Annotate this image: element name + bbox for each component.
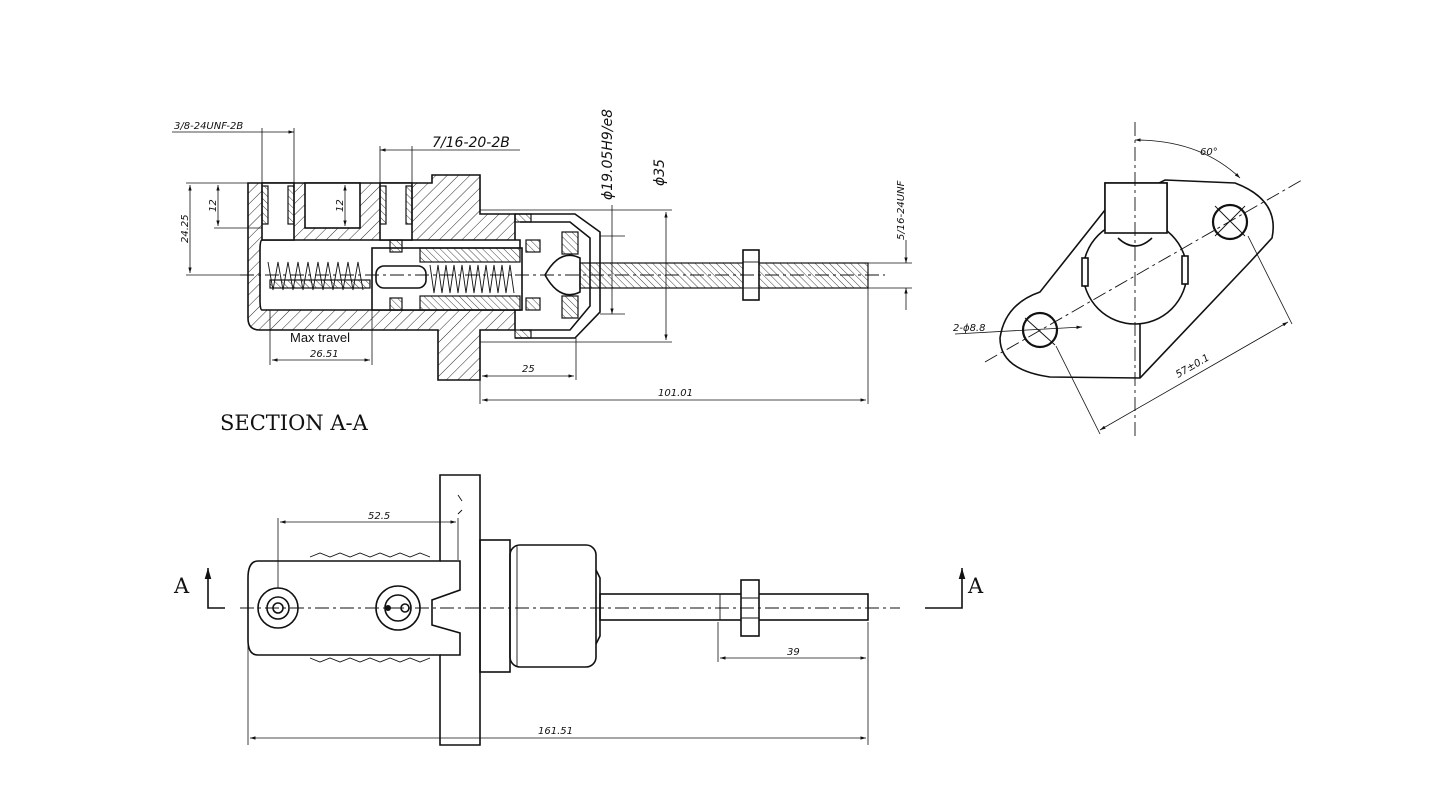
dim-travel: 26.51	[310, 349, 339, 360]
ball-seat-bot	[561, 295, 579, 319]
piston-slot	[375, 265, 427, 289]
port-1-thread	[261, 185, 269, 225]
mount-hole-1	[1211, 203, 1249, 241]
dim-overall-top: 161.51	[538, 726, 573, 737]
dim-overall-section: 101.01	[658, 388, 693, 399]
ball-seat-top	[561, 231, 579, 255]
seal-1	[389, 239, 403, 253]
port-web	[304, 182, 361, 229]
label-max-travel: Max travel	[290, 330, 350, 345]
top-body	[247, 474, 481, 746]
dim-port-spacing: 52.5	[368, 511, 390, 522]
top-rod	[599, 593, 869, 621]
top-view: A A 52.5 39 161.51	[173, 474, 984, 746]
dim-depth2: 12	[335, 199, 346, 212]
section-view: 3/8-24UNF-2B 7/16-20-2B 24.25 12 12 ϕ19.…	[172, 109, 912, 435]
seal-2	[389, 297, 403, 311]
port-2-thread-r	[405, 185, 413, 225]
piston-hatch-bot	[419, 295, 521, 311]
section-mark-right	[925, 568, 966, 609]
section-mark-left	[204, 568, 225, 609]
dim-height: 24.25	[180, 214, 191, 243]
dim-rod-len: 39	[787, 647, 800, 658]
seal-3	[525, 239, 541, 253]
section-title: SECTION A-A	[220, 411, 369, 435]
top-cap	[509, 544, 597, 668]
boss-tab-right	[1181, 255, 1189, 285]
dim-port1-thread: 3/8-24UNF-2B	[174, 121, 243, 132]
flange-outline	[999, 179, 1274, 379]
side-view: 60° 2-ϕ8.8 57±0.1	[953, 122, 1303, 436]
dim-bore-fit: ϕ19.05H9/e8	[600, 109, 616, 200]
dim-depth1: 12	[208, 199, 219, 212]
dim-flange-len: 25	[522, 364, 535, 375]
marker-a-right: A	[967, 574, 984, 598]
boss-tab-left	[1081, 257, 1089, 287]
push-rod	[579, 262, 869, 289]
dim-angle: 60°	[1200, 147, 1218, 158]
dim-rod-thread: 5/16-24UNF	[896, 180, 907, 240]
piston-rod-inner	[269, 279, 371, 289]
dim-holes: 2-ϕ8.8	[953, 323, 985, 334]
boot-clip-top	[514, 213, 532, 223]
marker-a-left: A	[173, 574, 190, 598]
dim-outer-dia: ϕ35	[652, 159, 668, 186]
top-sleeve	[479, 539, 511, 673]
piston-hatch-top	[419, 247, 521, 263]
port-2-thread	[379, 185, 387, 225]
inner-spring	[429, 264, 515, 294]
seal-4	[525, 297, 541, 311]
boot-clip-bot	[514, 329, 532, 339]
dim-port2-thread: 7/16-20-2B	[432, 135, 510, 151]
port-1-thread-r	[287, 185, 295, 225]
